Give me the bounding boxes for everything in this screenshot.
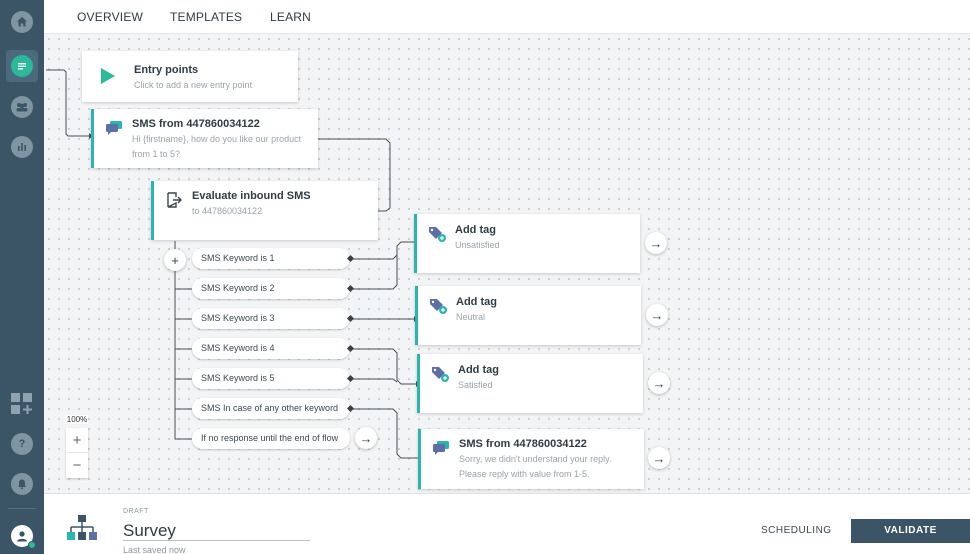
add-tag-node-unsatisfied[interactable]: Add tag Unsatisfied — [414, 214, 640, 273]
sms-fallback-node[interactable]: SMS from 447860034122 Sorry, we didn't u… — [418, 429, 644, 489]
entry-points-subtitle: Click to add a new entry point — [134, 80, 253, 90]
condition-pill[interactable]: SMS Keyword is 3 — [192, 308, 355, 329]
condition-label: SMS Keyword is 5 — [201, 373, 275, 383]
analytics-button[interactable] — [6, 131, 38, 163]
sidebar: ? — [0, 0, 44, 554]
evaluate-node[interactable]: Evaluate inbound SMS to 447860034122 — [151, 181, 378, 240]
add-branch-button[interactable]: + — [164, 249, 186, 271]
sms-node-line1: Hi {firstname}, how do you like our prod… — [132, 134, 302, 144]
zoom-in-button[interactable]: + — [66, 428, 88, 453]
help-button[interactable]: ? — [6, 428, 38, 460]
tag-neutral-next-button[interactable]: → — [646, 304, 668, 326]
condition-label: If no response until the end of flow — [201, 433, 339, 443]
sms-node-title: SMS from 447860034122 — [132, 118, 260, 130]
arrow-right-icon: → — [652, 450, 666, 466]
arrow-right-icon: → — [359, 430, 373, 446]
add-tag-node-neutral[interactable]: Add tag Neutral — [415, 286, 641, 345]
notifications-icon — [11, 473, 33, 495]
validate-button[interactable]: VALIDATE — [851, 519, 970, 543]
sms-node[interactable]: SMS from 447860034122 Hi {firstname}, ho… — [91, 109, 318, 168]
top-navigation: OVERVIEW TEMPLATES LEARN — [44, 0, 970, 34]
condition-label: SMS Keyword is 4 — [201, 343, 275, 353]
condition-pill[interactable]: SMS In case of any other keyword — [192, 398, 355, 419]
tag-add-icon — [432, 367, 449, 382]
tab-overview[interactable]: OVERVIEW — [77, 10, 144, 24]
chat-icon — [433, 441, 449, 455]
flow-canvas[interactable]: Entry points Click to add a new entry po… — [44, 34, 970, 493]
arrow-right-icon: → — [652, 375, 666, 391]
chat-icon — [106, 121, 122, 135]
add-tag-subtitle: Unsatisfied — [455, 240, 500, 250]
people-button[interactable] — [6, 91, 38, 123]
home-icon — [11, 11, 33, 33]
zoom-out-button[interactable]: − — [72, 457, 82, 474]
evaluate-node-title: Evaluate inbound SMS — [192, 190, 311, 202]
sms-node-line2: from 1 to 5? — [132, 149, 181, 159]
condition-label: SMS Keyword is 3 — [201, 313, 275, 323]
flow-name-underline — [123, 540, 310, 541]
account-button[interactable] — [6, 520, 38, 552]
add-tag-subtitle: Neutral — [456, 312, 486, 322]
home-button[interactable] — [6, 6, 38, 38]
sms-fallback-line2: Please reply with value from 1-5. — [459, 469, 590, 479]
add-tag-title: Add tag — [456, 296, 497, 308]
arrow-right-icon: → — [649, 235, 663, 251]
condition-label: SMS In case of any other keyword — [201, 403, 339, 413]
entry-points-card[interactable]: Entry points Click to add a new entry po… — [82, 51, 298, 102]
add-tag-title: Add tag — [458, 364, 499, 376]
conversations-icon — [11, 55, 33, 77]
notifications-button[interactable] — [6, 468, 38, 500]
no-response-next-button[interactable]: → — [355, 427, 377, 449]
flow-name-input[interactable]: Survey — [123, 521, 176, 540]
add-tag-title: Add tag — [455, 224, 496, 236]
apps-add-icon — [11, 393, 32, 414]
play-icon — [101, 68, 115, 84]
scheduling-button[interactable]: SCHEDULING — [761, 525, 832, 536]
evaluate-node-subtitle: to 447860034122 — [192, 206, 263, 216]
zoom-controls: 100% + − — [66, 415, 88, 478]
condition-pill[interactable]: SMS Keyword is 2 — [192, 278, 355, 299]
arrow-right-icon: → — [650, 307, 664, 323]
tag-unsatisfied-next-button[interactable]: → — [645, 232, 667, 254]
add-tag-subtitle: Satisfied — [458, 380, 493, 390]
sms-fallback-title: SMS from 447860034122 — [459, 438, 587, 450]
people-icon — [11, 96, 33, 118]
condition-pill[interactable]: SMS Keyword is 4 — [192, 338, 355, 359]
evaluate-icon — [167, 192, 182, 208]
condition-label: SMS Keyword is 2 — [201, 283, 275, 293]
sms-fallback-line1: Sorry, we didn't understand your reply. — [459, 454, 612, 464]
condition-pill[interactable]: SMS Keyword is 1 — [192, 248, 355, 269]
condition-pill[interactable]: If no response until the end of flow — [192, 428, 350, 449]
condition-label: SMS Keyword is 1 — [201, 253, 275, 263]
tag-satisfied-next-button[interactable]: → — [648, 372, 670, 394]
tab-learn[interactable]: LEARN — [270, 10, 312, 24]
draft-status: DRAFT — [123, 508, 149, 515]
tab-templates[interactable]: TEMPLATES — [170, 10, 243, 24]
condition-pill[interactable]: SMS Keyword is 5 — [192, 368, 355, 389]
flow-diagram-icon — [67, 515, 97, 540]
bottom-bar: DRAFT Survey Last saved now SCHEDULING V… — [44, 493, 970, 554]
zoom-level: 100% — [66, 415, 88, 424]
help-icon: ? — [11, 433, 33, 455]
last-saved-text: Last saved now — [123, 545, 186, 554]
entry-points-title: Entry points — [134, 64, 199, 76]
account-icon — [11, 525, 36, 549]
analytics-icon — [11, 136, 33, 158]
sidebar-divider — [8, 508, 36, 509]
add-tag-node-satisfied[interactable]: Add tag Satisfied — [417, 354, 643, 413]
sms-fallback-next-button[interactable]: → — [648, 447, 670, 469]
tag-add-icon — [430, 299, 447, 314]
plus-icon: + — [171, 252, 179, 268]
tag-add-icon — [429, 227, 446, 242]
apps-add-button[interactable] — [6, 388, 38, 420]
conversations-button[interactable] — [6, 50, 38, 82]
